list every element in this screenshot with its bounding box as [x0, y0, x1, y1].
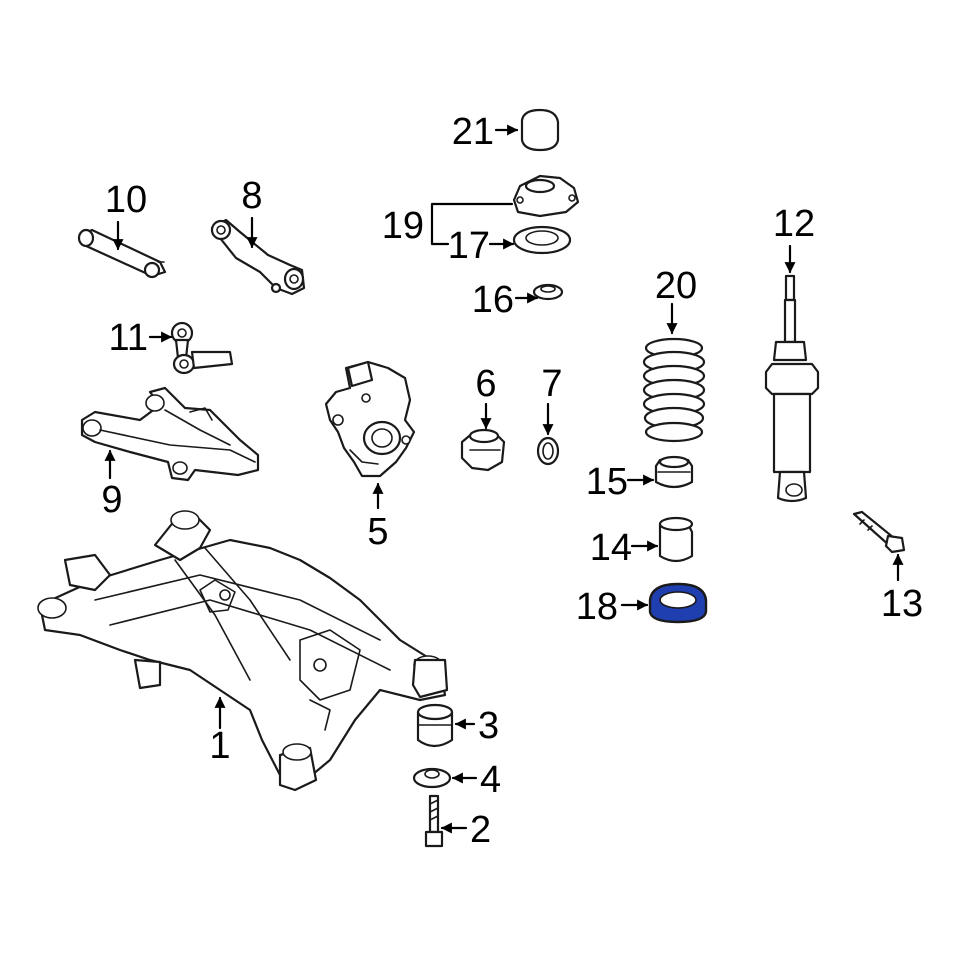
callout-4: 4 — [480, 759, 501, 801]
part-14-bump-stop[interactable] — [658, 516, 694, 563]
part-7-ring[interactable] — [536, 436, 560, 466]
part-19-strut-mount[interactable] — [512, 174, 580, 218]
callout-21: 21 — [452, 111, 494, 153]
callout-17: 17 — [448, 225, 490, 267]
part-4-washer[interactable] — [412, 767, 452, 789]
leader-19-bracket — [430, 202, 514, 246]
callout-3: 3 — [478, 705, 499, 747]
part-10-toe-link[interactable] — [77, 228, 167, 279]
part-1-subframe[interactable] — [37, 510, 449, 792]
callout-9: 9 — [101, 479, 122, 521]
callout-14: 14 — [590, 527, 632, 569]
leader-lines — [104, 124, 904, 834]
callout-7: 7 — [541, 363, 562, 405]
part-18-spring-pad[interactable] — [648, 582, 708, 624]
callout-18: 18 — [576, 586, 618, 628]
callout-15: 15 — [586, 461, 628, 503]
part-6-bushing[interactable] — [460, 428, 506, 472]
part-20-coil-spring[interactable] — [642, 337, 706, 443]
callout-20: 20 — [655, 265, 697, 307]
part-13-bolt[interactable] — [852, 510, 906, 554]
callout-numbers: 21 19 17 16 10 8 11 9 5 6 7 20 15 14 18 … — [101, 111, 923, 851]
part-11-link[interactable] — [170, 321, 234, 375]
callout-13: 13 — [881, 583, 923, 625]
part-2-bolt[interactable] — [424, 794, 444, 848]
part-9-control-arm[interactable] — [80, 386, 260, 482]
part-21-cap[interactable] — [520, 108, 560, 152]
callout-5: 5 — [367, 511, 388, 553]
part-15-bump-stop[interactable] — [654, 455, 694, 489]
callout-10: 10 — [105, 179, 147, 221]
callout-16: 16 — [472, 279, 514, 321]
part-16-seat[interactable] — [532, 283, 564, 301]
callout-6: 6 — [475, 363, 496, 405]
callout-12: 12 — [773, 203, 815, 245]
callout-19: 19 — [382, 205, 424, 247]
part-12-shock-absorber[interactable] — [764, 274, 820, 503]
callout-11: 11 — [109, 317, 148, 359]
part-8-upper-arm[interactable] — [210, 218, 306, 296]
part-3-bushing[interactable] — [416, 703, 454, 748]
callout-8: 8 — [241, 175, 262, 217]
part-17-bearing[interactable] — [512, 225, 572, 255]
callout-2: 2 — [470, 809, 491, 851]
part-5-knuckle[interactable] — [324, 360, 416, 478]
callout-1: 1 — [209, 725, 230, 767]
